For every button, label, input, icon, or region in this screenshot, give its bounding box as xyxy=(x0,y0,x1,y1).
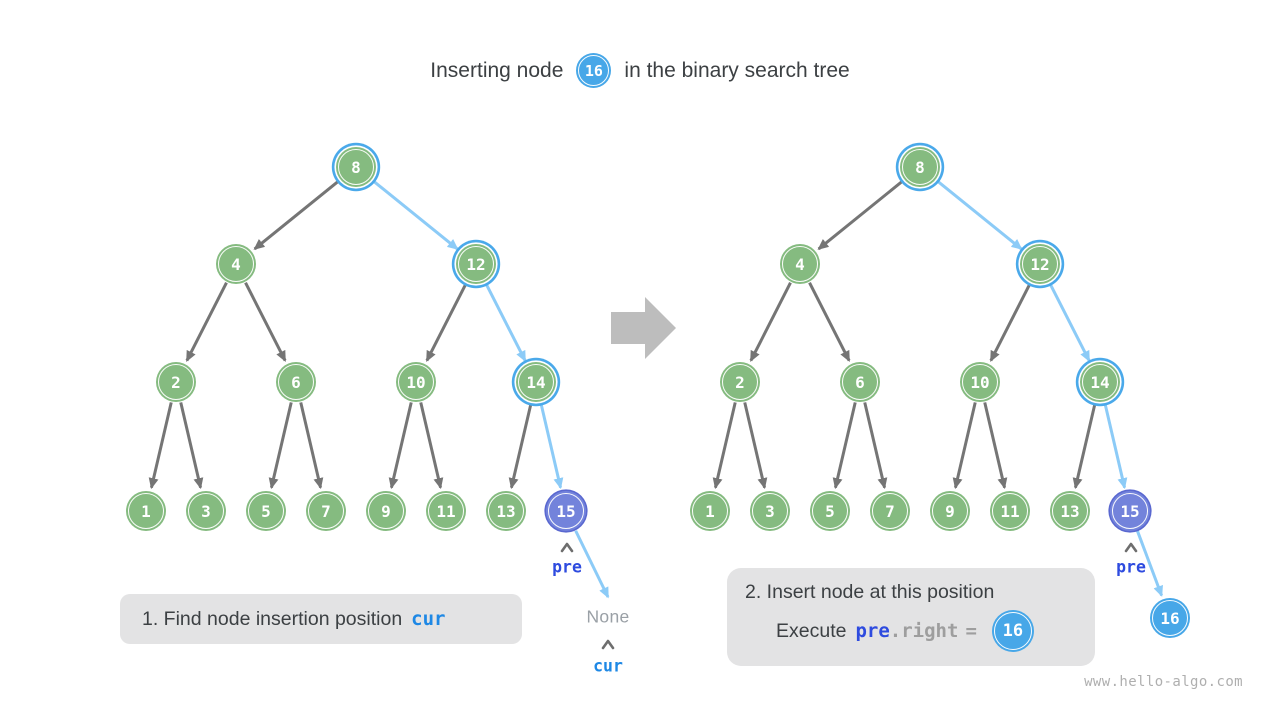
tree-edge xyxy=(253,179,341,251)
before-tree-node-4: 4 xyxy=(216,244,256,284)
tree-edge xyxy=(484,282,527,362)
title-prefix: Inserting node xyxy=(430,58,564,82)
before-tree-node-6: 6 xyxy=(276,362,316,402)
tree-edge xyxy=(749,282,792,362)
tree-edge xyxy=(832,402,857,490)
after-tree-node-11: 11 xyxy=(990,491,1030,531)
tree-edge xyxy=(989,282,1032,362)
after-tree-node-13: 13 xyxy=(1050,491,1090,531)
tree-edge xyxy=(268,402,293,490)
tree-edge xyxy=(179,402,204,490)
tree-edge xyxy=(574,530,610,599)
title-suffix: in the binary search tree xyxy=(624,58,850,82)
before-tree-node-14: 14 xyxy=(516,362,556,402)
figure-title: Inserting node 16 in the binary search t… xyxy=(0,53,1280,88)
tree-edge xyxy=(508,402,533,490)
before-tree-node-15: 15 xyxy=(546,491,586,531)
caret-icon xyxy=(560,542,574,553)
step2-caption: 2. Insert node at this position Execute … xyxy=(727,568,1095,666)
after-tree-node-16: 16 xyxy=(1150,598,1190,638)
before-tree-node-2: 2 xyxy=(156,362,196,402)
before-tree-node-1: 1 xyxy=(126,491,166,531)
tree-edge xyxy=(425,282,468,362)
tree-edge xyxy=(743,402,768,490)
tree-edge xyxy=(539,402,564,490)
tree-edge xyxy=(817,179,905,251)
tree-edge xyxy=(863,402,888,490)
tree-edge xyxy=(371,179,459,251)
tree-edge xyxy=(712,402,737,490)
before-tree-node-9: 9 xyxy=(366,491,406,531)
title-node-circle: 16 xyxy=(576,53,612,88)
transition-arrow-icon xyxy=(611,297,676,359)
before-tree-node-13: 13 xyxy=(486,491,526,531)
tree-edge xyxy=(1048,282,1091,362)
step2-execute-text: Execute xyxy=(776,619,847,642)
step2-code-right: .right xyxy=(889,620,959,642)
step2-line2: Execute pre .right = 16 xyxy=(745,610,1095,652)
tree-edge xyxy=(952,402,977,490)
step1-text: 1. Find node insertion position xyxy=(142,607,403,630)
site-watermark: www.hello-algo.com xyxy=(1084,674,1243,690)
tree-edge xyxy=(808,282,851,362)
before-tree-node-10: 10 xyxy=(396,362,436,402)
pre-pointer-label-right: pre xyxy=(1116,557,1146,577)
before-tree-node-8: 8 xyxy=(336,147,376,187)
after-tree-node-15: 15 xyxy=(1110,491,1150,531)
step2-equals-sign: = xyxy=(965,620,977,642)
tree-edge xyxy=(983,402,1008,490)
step2-node-circle: 16 xyxy=(991,610,1034,652)
step2-line1: 2. Insert node at this position xyxy=(745,581,995,603)
after-tree-node-6: 6 xyxy=(840,362,880,402)
before-tree-node-3: 3 xyxy=(186,491,226,531)
after-tree-node-5: 5 xyxy=(810,491,850,531)
before-tree-node-12: 12 xyxy=(456,244,496,284)
after-tree-node-12: 12 xyxy=(1020,244,1060,284)
after-tree-node-2: 2 xyxy=(720,362,760,402)
caret-icon xyxy=(1124,542,1138,553)
tree-edge xyxy=(388,402,413,490)
tree-edge xyxy=(244,282,287,362)
after-tree-node-10: 10 xyxy=(960,362,1000,402)
before-tree-node-11: 11 xyxy=(426,491,466,531)
step1-code-cur: cur xyxy=(411,608,446,630)
tree-edge xyxy=(419,402,444,490)
after-tree-node-9: 9 xyxy=(930,491,970,531)
before-tree-node-5: 5 xyxy=(246,491,286,531)
tree-edge xyxy=(148,402,173,490)
before-tree-node-7: 7 xyxy=(306,491,346,531)
step1-caption: 1. Find node insertion position cur xyxy=(120,594,522,644)
caret-icon xyxy=(601,639,615,650)
after-tree-node-8: 8 xyxy=(900,147,940,187)
tree-edge xyxy=(1135,530,1164,597)
after-tree-node-7: 7 xyxy=(870,491,910,531)
after-tree-node-1: 1 xyxy=(690,491,730,531)
after-tree-node-14: 14 xyxy=(1080,362,1120,402)
step2-code-pre: pre xyxy=(855,620,890,642)
tree-edge xyxy=(185,282,228,362)
step2-node-value: 16 xyxy=(1002,621,1024,641)
tree-edge xyxy=(1072,402,1097,490)
after-tree-node-3: 3 xyxy=(750,491,790,531)
tree-edge xyxy=(935,179,1023,251)
after-tree-node-4: 4 xyxy=(780,244,820,284)
cur-pointer-label: cur xyxy=(593,656,623,676)
none-label: None xyxy=(586,606,630,627)
pre-pointer-label-left: pre xyxy=(552,557,582,577)
tree-edge xyxy=(299,402,324,490)
tree-edge xyxy=(1103,402,1128,490)
